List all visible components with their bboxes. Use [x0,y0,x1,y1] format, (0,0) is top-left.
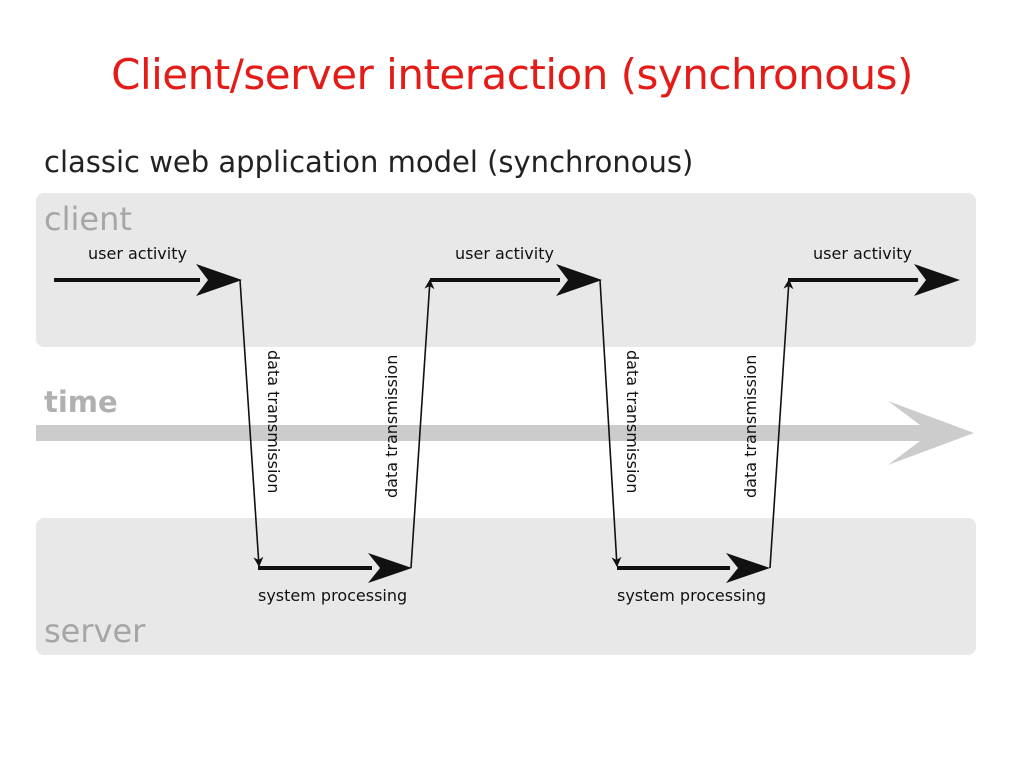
slide-title: Client/server interaction (synchronous) [111,50,913,99]
system-processing-label-2: system processing [617,586,766,605]
system-processing-arrow-1 [258,553,412,583]
user-activity-label-2: user activity [455,244,554,263]
system-processing-label-1: system processing [258,586,407,605]
user-activity-label-3: user activity [813,244,912,263]
user-activity-arrow-2 [430,264,602,296]
data-transmission-label-2: data transmission [382,355,401,498]
user-activity-arrow-1 [54,264,242,296]
server-lane-label: server [44,612,146,650]
data-transmission-label-4: data transmission [741,355,760,498]
client-lane [36,193,976,347]
data-transmission-label-1: data transmission [264,350,283,493]
client-lane-label: client [44,200,132,238]
data-transmission-arrow-down-2 [599,279,622,567]
user-activity-label-1: user activity [88,244,187,263]
data-transmission-arrow-up-1 [410,279,435,569]
system-processing-arrow-2 [617,553,770,583]
data-transmission-label-3: data transmission [623,350,642,493]
data-transmission-arrow-down-1 [239,279,264,567]
server-lane [36,518,976,655]
time-label: time [44,385,118,419]
diagram-heading: classic web application model (synchrono… [44,145,693,179]
time-arrow [36,401,974,465]
data-transmission-arrow-up-2 [769,279,794,569]
user-activity-arrow-3 [788,264,960,296]
